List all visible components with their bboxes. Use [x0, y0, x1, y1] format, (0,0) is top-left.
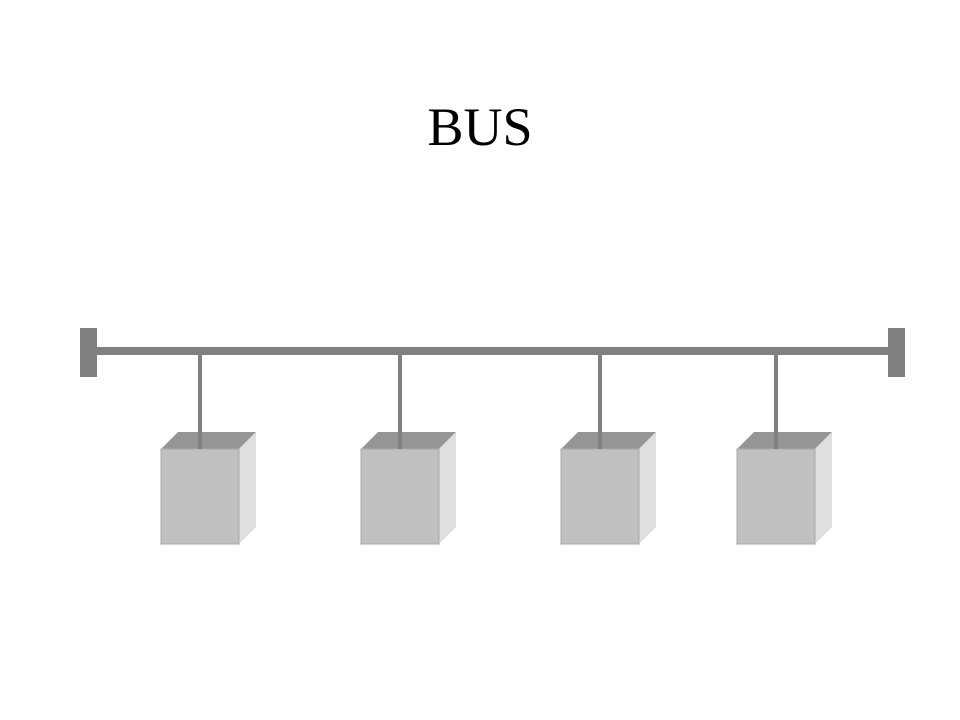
- right-terminator: [888, 328, 905, 377]
- node-top-face: [561, 432, 656, 449]
- bus-cable: [96, 347, 890, 355]
- node-top-face: [161, 432, 256, 449]
- bus-node-3: [560, 355, 656, 545]
- bus-node-2: [360, 355, 456, 545]
- node-front-face: [160, 448, 240, 545]
- node-side-face: [639, 432, 656, 544]
- slide-title: BUS: [427, 97, 533, 157]
- node-front-face: [360, 448, 440, 545]
- drop-cable: [598, 355, 602, 449]
- node-front-face: [736, 448, 816, 545]
- node-side-face: [239, 432, 256, 544]
- node-side-face: [815, 432, 832, 544]
- left-terminator: [80, 328, 97, 377]
- drop-cable: [398, 355, 402, 449]
- bus-node-4: [736, 355, 832, 545]
- node-top-face: [737, 432, 832, 449]
- bus-node-1: [160, 355, 256, 545]
- node-front-face: [560, 448, 640, 545]
- node-side-face: [439, 432, 456, 544]
- drop-cable: [774, 355, 778, 449]
- bus-nodes: [160, 355, 832, 545]
- drop-cable: [198, 355, 202, 449]
- node-top-face: [361, 432, 456, 449]
